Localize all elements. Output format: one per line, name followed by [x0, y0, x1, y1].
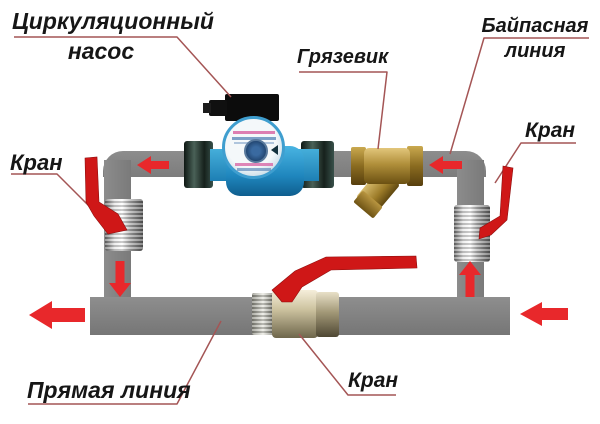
label-strainer: Грязевик — [297, 46, 389, 68]
label-circulation-pump-line2: насос — [67, 38, 135, 64]
valve-ridges — [454, 205, 490, 262]
leader-line-strainer — [299, 71, 388, 150]
main-valve-body — [272, 290, 318, 338]
pump-union-nut-left — [184, 141, 213, 188]
flow-arrow-left-icon — [520, 302, 568, 326]
main-valve-nut — [316, 292, 339, 337]
pump-label-line — [237, 168, 271, 171]
label-straight-line: Прямая линия — [27, 377, 191, 403]
flow-arrow-left-icon — [29, 301, 85, 329]
strainer-nut-right — [407, 146, 423, 186]
right-riser-valve — [454, 205, 490, 262]
pump-cable-gland — [209, 100, 227, 116]
main-valve-threaded-collar — [252, 293, 274, 335]
left-riser-valve — [105, 199, 143, 251]
label-valve-bottom: Кран — [348, 369, 399, 392]
pump-cable-gland-tip — [203, 103, 211, 113]
label-bypass-line1: Байпасная — [481, 15, 589, 37]
pump-label-line — [235, 163, 273, 166]
leader-line-valve-right — [494, 142, 576, 184]
label-circulation-pump: Циркуляционный насос — [12, 6, 214, 66]
pump-label-line — [233, 131, 275, 134]
pump-direction-mark-icon — [271, 145, 278, 155]
valve-ridges — [252, 293, 274, 335]
label-circulation-pump-line1: Циркуляционный — [12, 8, 214, 34]
label-bypass-line2: линия — [504, 40, 566, 62]
pump-face-plate — [222, 116, 285, 179]
valve-ridges — [105, 199, 143, 251]
pump-label-line — [232, 137, 276, 140]
strainer-body — [364, 148, 410, 184]
label-valve-right: Кран — [525, 119, 576, 142]
pump-bleed-screw — [244, 139, 268, 163]
strainer-nut-left — [351, 147, 366, 185]
leader-line-valve-left — [11, 173, 104, 221]
label-valve-left: Кран — [10, 150, 63, 175]
label-bypass-line: Байпасная линия — [478, 14, 592, 64]
